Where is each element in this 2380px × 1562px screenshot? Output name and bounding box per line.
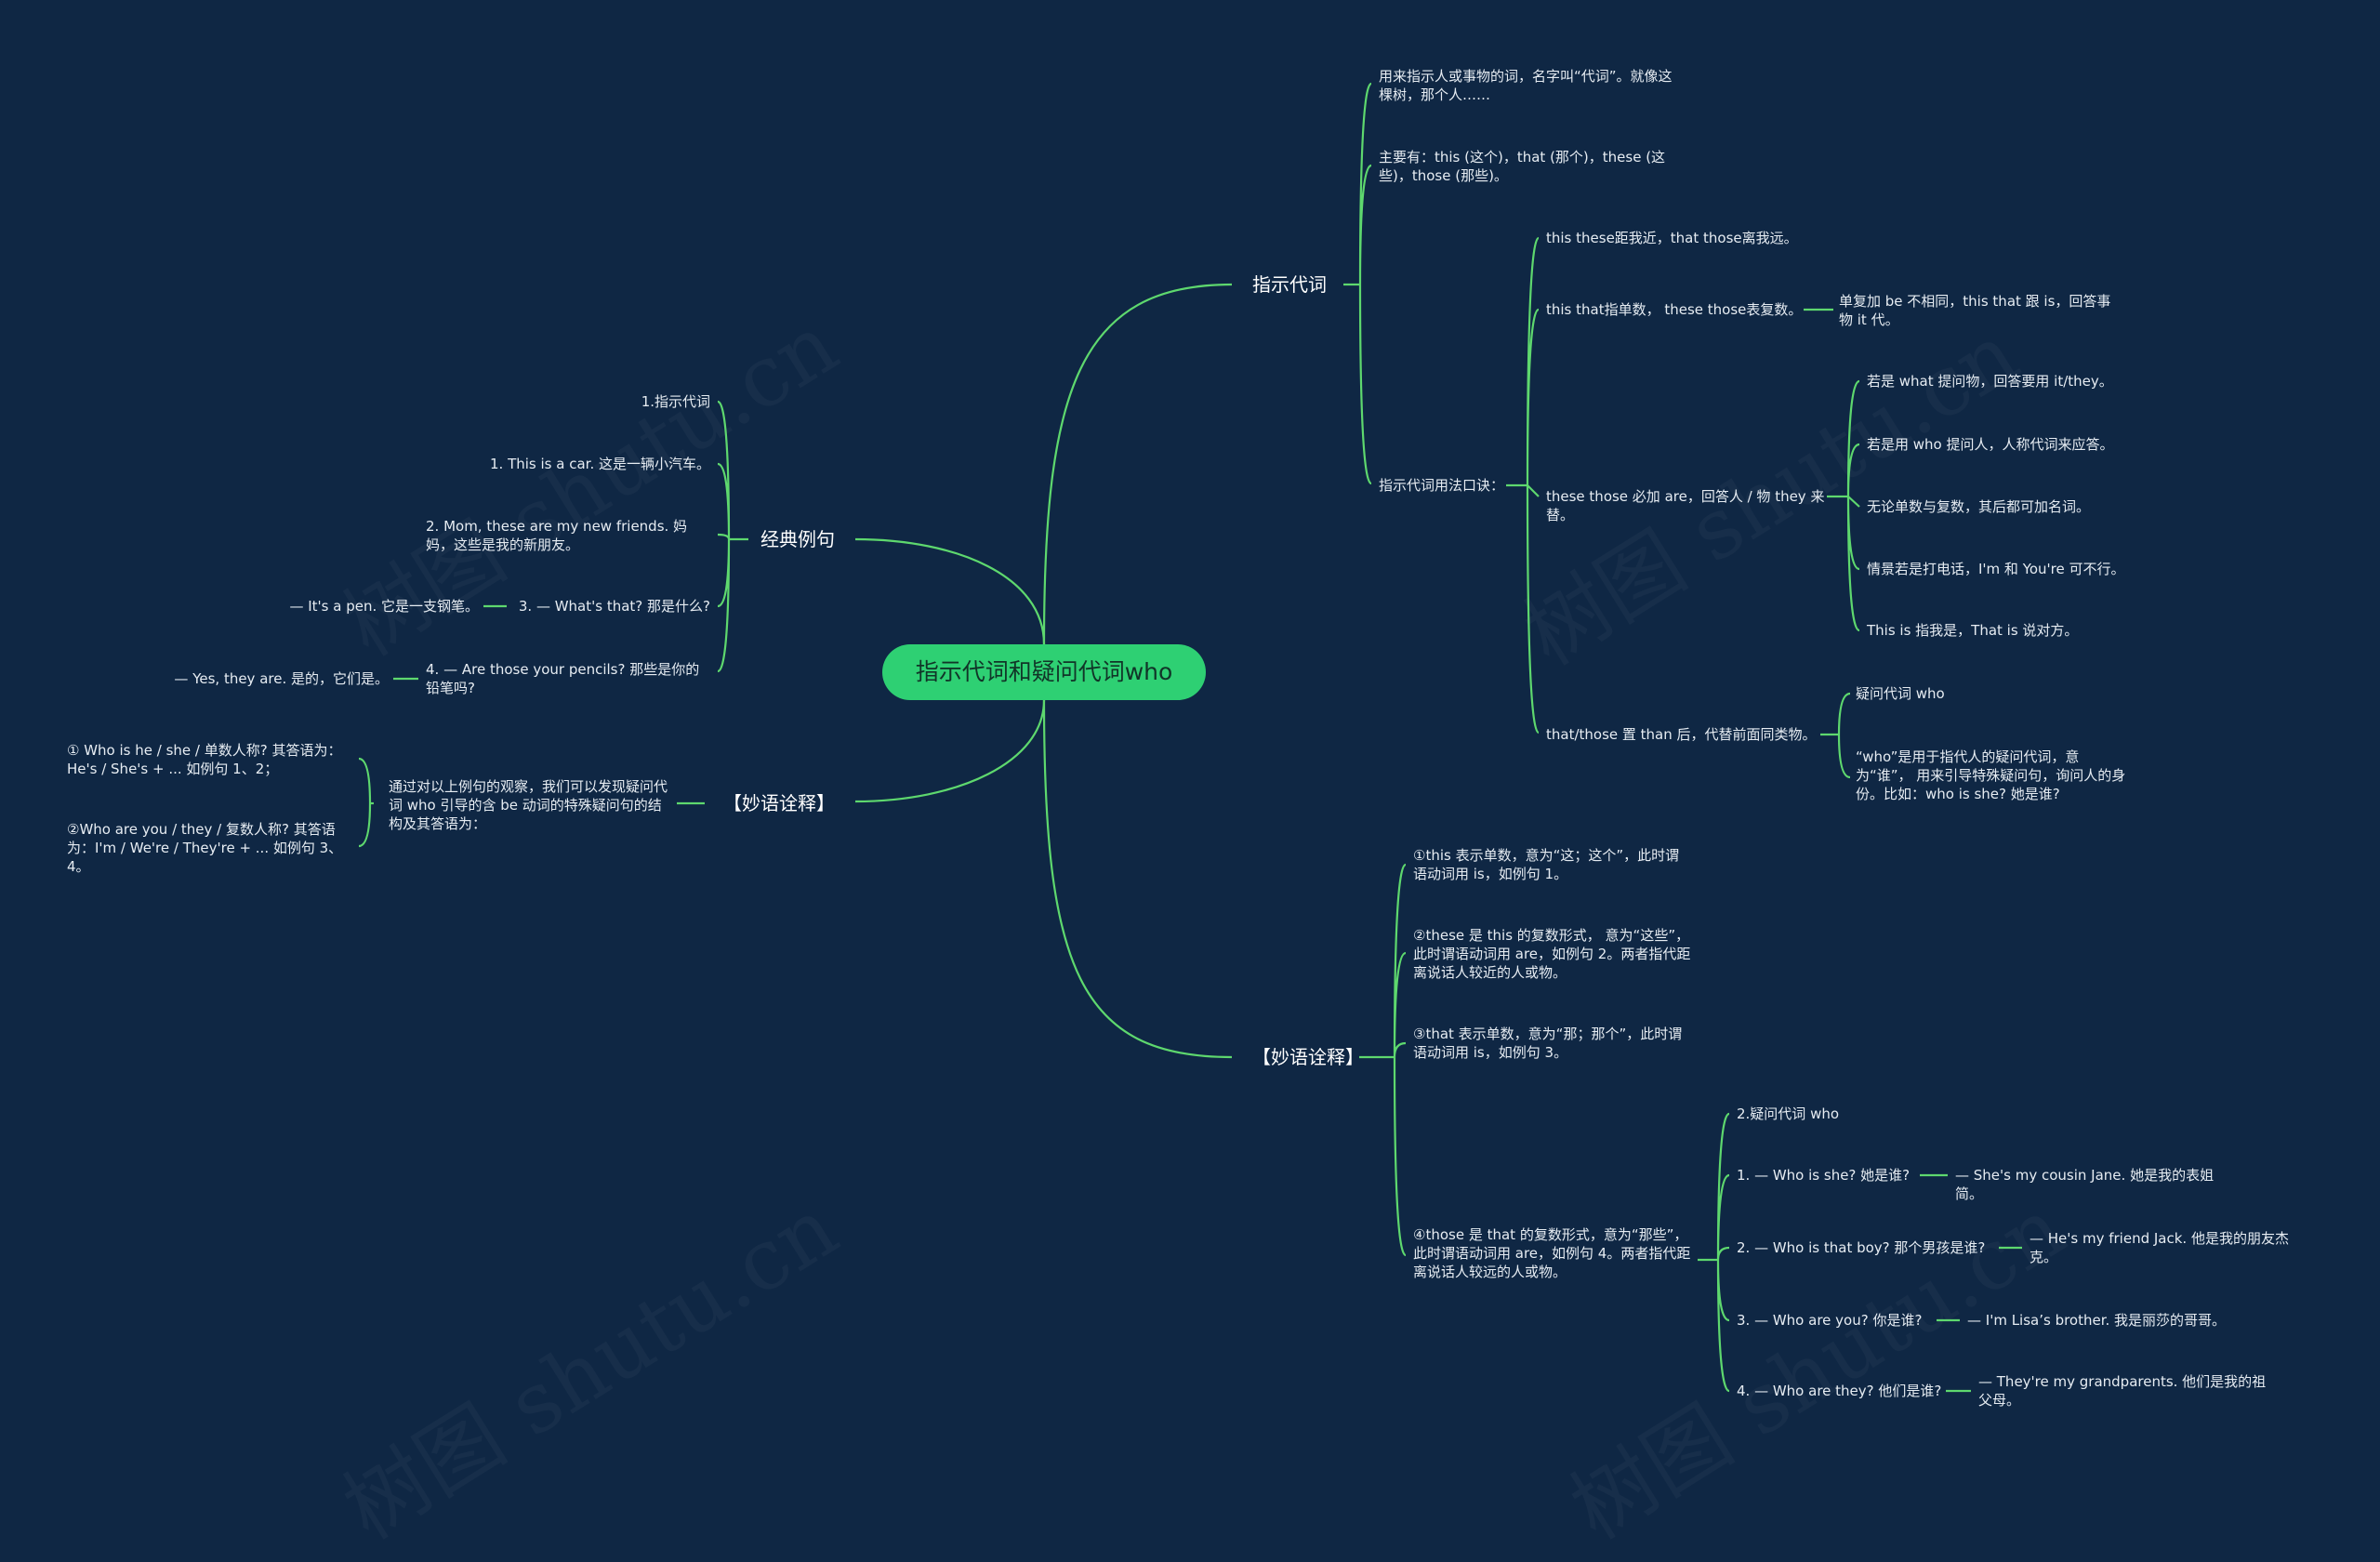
rhyme-2[interactable]: this that指单数， these those表复数。 [1546,301,1803,318]
bracket-explain-right [1393,863,1407,1257]
classic-sentence-4[interactable]: 4. — Are those your pencils? 那些是你的铅笔吗? [426,661,700,696]
rhyme-3-detail[interactable]: 若是用 who 提问人，人称代词来应答。 [1867,436,2114,453]
bracket-explain-left [358,757,372,848]
root-topic[interactable]: 指示代词和疑问代词who [882,644,1206,700]
bracket-r3 [1846,379,1860,632]
explain-that[interactable]: ③that 表示单数，意为“那；那个”，此时谓语动词用 is，如例句 3。 [1413,1026,1683,1061]
demo-definition[interactable]: 用来指示人或事物的词，名字叫“代词”。就像这棵树，那个人…… [1379,68,1673,103]
explain-plural[interactable]: ②Who are you / they / 复数人称? 其答语为：I'm / W… [67,821,343,875]
link-root-explain-left [854,699,1046,803]
classic-sentence-3[interactable]: 3. — What's that? 那是什么? [518,598,710,615]
demo-members[interactable]: 主要有：this (这个)，that (那个)，these (这些)，those… [1379,149,1666,184]
mindmap-canvas: 树图 shutu.cn 树图 shutu.cn 树图 shutu.cn 树图 s… [67,68,2289,1409]
branch-classic-sentences[interactable]: 经典例句 [760,528,835,550]
who-title[interactable]: 疑问代词 who [1856,685,1945,702]
rhyme-4[interactable]: that/those 置 than 后，代替前面同类物。 [1546,726,1817,743]
explain-observation[interactable]: 通过对以上例句的观察，我们可以发现疑问代词 who 引导的含 be 动词的特殊疑… [389,778,668,832]
rhyme-3-detail[interactable]: 无论单数与复数，其后都可加名词。 [1867,498,2091,515]
classic-heading[interactable]: 1.指示代词 [641,393,710,410]
rhyme-3-detail[interactable]: 情景若是打电话，I'm 和 You're 可不行。 [1867,561,2125,577]
who-definition[interactable]: “who”是用于指代人的疑问代词，意为“谁”， 用来引导特殊疑问句，询问人的身份… [1856,748,2126,802]
rhyme-2-detail[interactable]: 单复加 be 不相同，this that 跟 is，回答事物 it 代。 [1839,293,2111,328]
rhyme-3-detail[interactable]: 若是 what 提问物，回答要用 it/they。 [1867,373,2113,390]
bracket-r4 [1837,692,1851,779]
bracket-rhyme [1526,236,1540,735]
link-root-explain-right [1042,699,1233,1059]
explain-singular[interactable]: ① Who is he / she / 单数人称? 其答语为：He's / Sh… [67,742,342,777]
who-answer-1[interactable]: — She's my cousin Jane. 她是我的表姐简。 [1955,1167,2215,1202]
who-question-3[interactable]: 3. — Who are you? 你是谁? [1737,1312,1923,1329]
rhyme-1[interactable]: this these距我近，that those离我远。 [1546,230,1798,246]
rhyme-3[interactable]: these those 必加 are，回答人 / 物 they 来替。 [1546,488,1825,523]
branch-explain-right[interactable]: 【妙语诠释】 [1252,1046,1364,1068]
classic-sentence-2[interactable]: 2. Mom, these are my new friends. 妈妈，这些是… [426,518,688,553]
classic-answer-3[interactable]: — It's a pen. 它是一支钢笔。 [289,598,479,615]
who-question-1[interactable]: 1. — Who is she? 她是谁? [1737,1167,1911,1184]
who-answer-2[interactable]: — He's my friend Jack. 他是我的朋友杰克。 [2030,1230,2289,1265]
explain-this[interactable]: ①this 表示单数，意为“这；这个”，此时谓语动词用 is，如例句 1。 [1413,847,1680,882]
classic-sentence-1[interactable]: 1. This is a car. 这是一辆小汽车。 [490,456,710,472]
branch-explain-left[interactable]: 【妙语诠释】 [723,792,835,814]
who-answer-3[interactable]: — I'm Lisa’s brother. 我是丽莎的哥哥。 [1967,1312,2227,1329]
branch-demonstrative[interactable]: 指示代词 [1252,273,1327,296]
who-question-4[interactable]: 4. — Who are they? 他们是谁? [1737,1383,1942,1399]
demo-rhyme[interactable]: 指示代词用法口诀： [1379,477,1505,494]
link-root-classic [854,537,1046,645]
bracket-who [1716,1112,1730,1393]
explain-those[interactable]: ④those 是 that 的复数形式，意为“那些”，此时谓语动词用 are，如… [1413,1226,1691,1280]
classic-answer-4[interactable]: — Yes, they are. 是的，它们是。 [174,670,389,687]
who-question-2[interactable]: 2. — Who is that boy? 那个男孩是谁? [1737,1239,1986,1256]
bracket-demo [1358,82,1372,485]
link-root-demo [1042,283,1233,645]
connector-lines [358,82,2022,1393]
bracket-classic [717,400,731,673]
explain-these[interactable]: ②these 是 this 的复数形式， 意为“这些”，此时谓语动词用 are，… [1413,927,1691,981]
rhyme-3-detail[interactable]: This is 指我是，That is 说对方。 [1867,622,2079,639]
who-answer-4[interactable]: — They're my grandparents. 他们是我的祖父母。 [1978,1373,2267,1409]
who-section-title[interactable]: 2.疑问代词 who [1737,1105,1840,1122]
